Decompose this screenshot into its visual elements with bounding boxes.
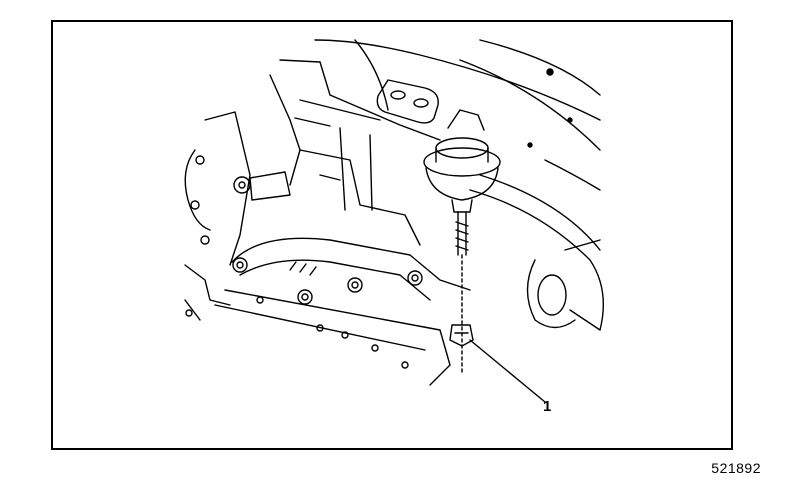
body-panel-lines bbox=[314, 39, 605, 331]
figure-number: 521892 bbox=[711, 460, 761, 476]
callout-label-1: 1 bbox=[543, 398, 552, 415]
mount-retainer-nut bbox=[449, 324, 474, 347]
transmission-housing bbox=[269, 59, 441, 246]
figure-frame bbox=[51, 20, 733, 450]
mount-stud bbox=[455, 211, 469, 376]
callout-leader-line bbox=[469, 339, 546, 403]
engine-mount bbox=[423, 109, 501, 213]
wheel-well bbox=[526, 239, 601, 331]
bracket-plate bbox=[376, 79, 439, 124]
subframe-left bbox=[184, 111, 291, 321]
crossmember bbox=[214, 237, 471, 386]
